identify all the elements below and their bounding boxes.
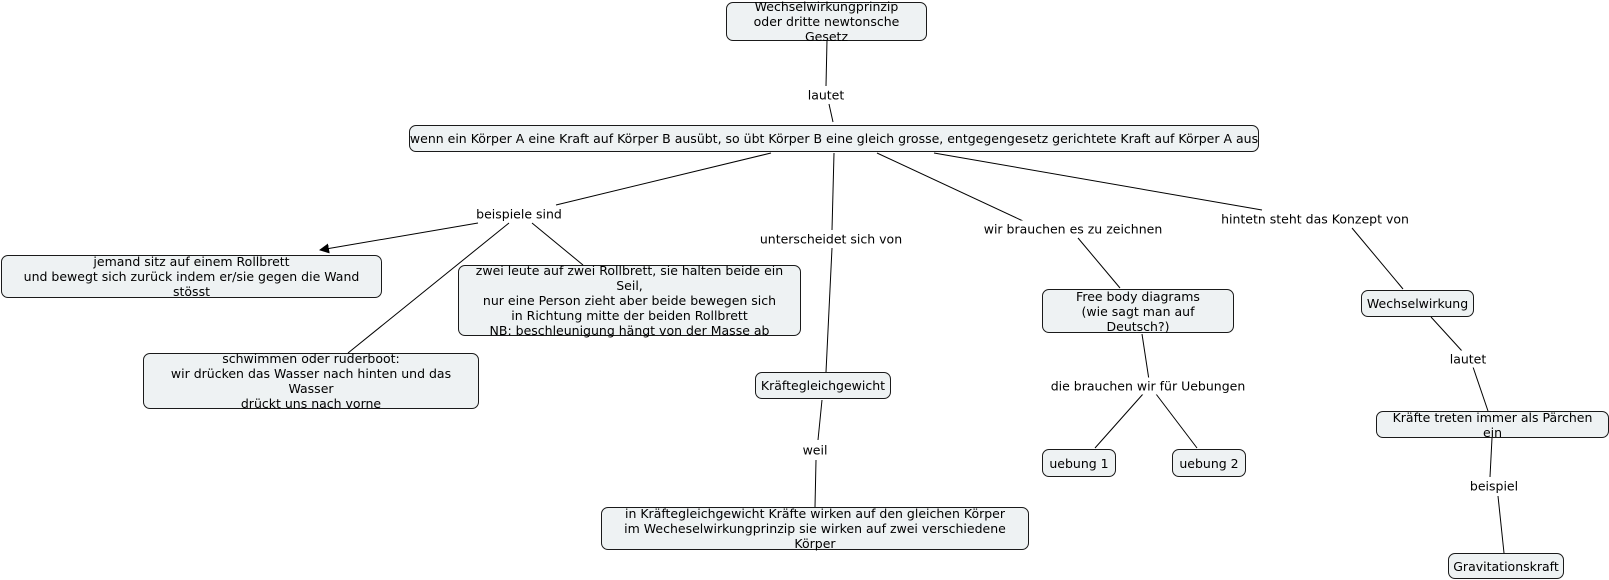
- edge-paerchen-beispiel: [1489, 437, 1493, 478]
- edge-law-beispiele: [555, 152, 772, 206]
- link-label-uebungen: die brauchen wir für Uebungen: [1048, 377, 1248, 395]
- edge-wechselwirkung-lautet2: [1430, 316, 1463, 352]
- edge-weil-unterschied: [814, 459, 817, 508]
- edge-lautet2-paerchen: [1472, 366, 1489, 412]
- edge-kraefte-weil: [817, 399, 823, 441]
- link-label-lautet-2: lautet: [1447, 350, 1489, 368]
- link-label-wir-brauchen-es-zu-zeichnen: wir brauchen es zu zeichnen: [981, 220, 1165, 238]
- node-gravitationskraft[interactable]: Gravitationskraft: [1448, 553, 1564, 579]
- edge-law-unterscheidet: [831, 152, 835, 231]
- edge-zeichnen-freebody: [1077, 237, 1121, 289]
- node-kraeftegleichgewicht[interactable]: Kräftegleichgewicht: [755, 372, 891, 399]
- node-kraefte-paerchen[interactable]: Kräfte treten immer als Pärchen ein: [1376, 410, 1609, 440]
- node-schwimmen-example[interactable]: schwimmen oder ruderboot: wir drücken da…: [143, 351, 479, 411]
- edge-law-zeichnen: [876, 152, 1024, 222]
- link-label-beispiel: beispiel: [1467, 477, 1521, 495]
- edge-beispiele-zweileute: [531, 222, 584, 266]
- node-wechselwirkung[interactable]: Wechselwirkung: [1361, 290, 1474, 317]
- edge-uebungen-uebung2: [1155, 393, 1198, 449]
- edge-unterscheidet-kraefte: [825, 247, 833, 373]
- node-wechselwirkungprinzip[interactable]: Wechselwirkungprinzip oder dritte newton…: [726, 0, 927, 44]
- node-uebung-2[interactable]: uebung 2: [1172, 449, 1246, 477]
- edge-law-konzept: [933, 152, 1263, 211]
- node-zwei-leute-example[interactable]: zwei leute auf zwei Rollbrett, sie halte…: [458, 263, 801, 338]
- edge-root-lautet: [825, 39, 828, 87]
- link-label-beispiele-sind: beispiele sind: [474, 205, 564, 223]
- link-label-unterscheidet-sich-von: unterscheidet sich von: [757, 230, 905, 248]
- node-uebung-1[interactable]: uebung 1: [1042, 449, 1116, 477]
- edge-beispiel-gravitation: [1497, 495, 1505, 554]
- link-label-weil: weil: [800, 441, 830, 459]
- node-free-body-diagrams[interactable]: Free body diagrams (wie sagt man auf Deu…: [1042, 289, 1234, 334]
- edge-konzept-wechselwirkung: [1351, 227, 1404, 290]
- node-rollbrett-example[interactable]: jemand sitz auf einem Rollbrett und bewe…: [1, 254, 382, 299]
- edge-beispiele-rollbrett: [319, 222, 479, 254]
- link-label-lautet: lautet: [805, 86, 847, 104]
- edge-freebody-uebungen: [1141, 333, 1150, 381]
- edge-lautet-law: [828, 103, 834, 123]
- node-newton-law-statement[interactable]: wenn ein Körper A eine Kraft auf Körper …: [409, 125, 1259, 152]
- node-unterschied-erklaerung[interactable]: in Kräftegleichgewicht Kräfte wirken auf…: [601, 506, 1029, 551]
- link-label-konzept-von: hintetn steht das Konzept von: [1219, 210, 1411, 228]
- edge-uebungen-uebung1: [1094, 393, 1144, 449]
- edge-beispiele-schwimmen: [347, 222, 510, 354]
